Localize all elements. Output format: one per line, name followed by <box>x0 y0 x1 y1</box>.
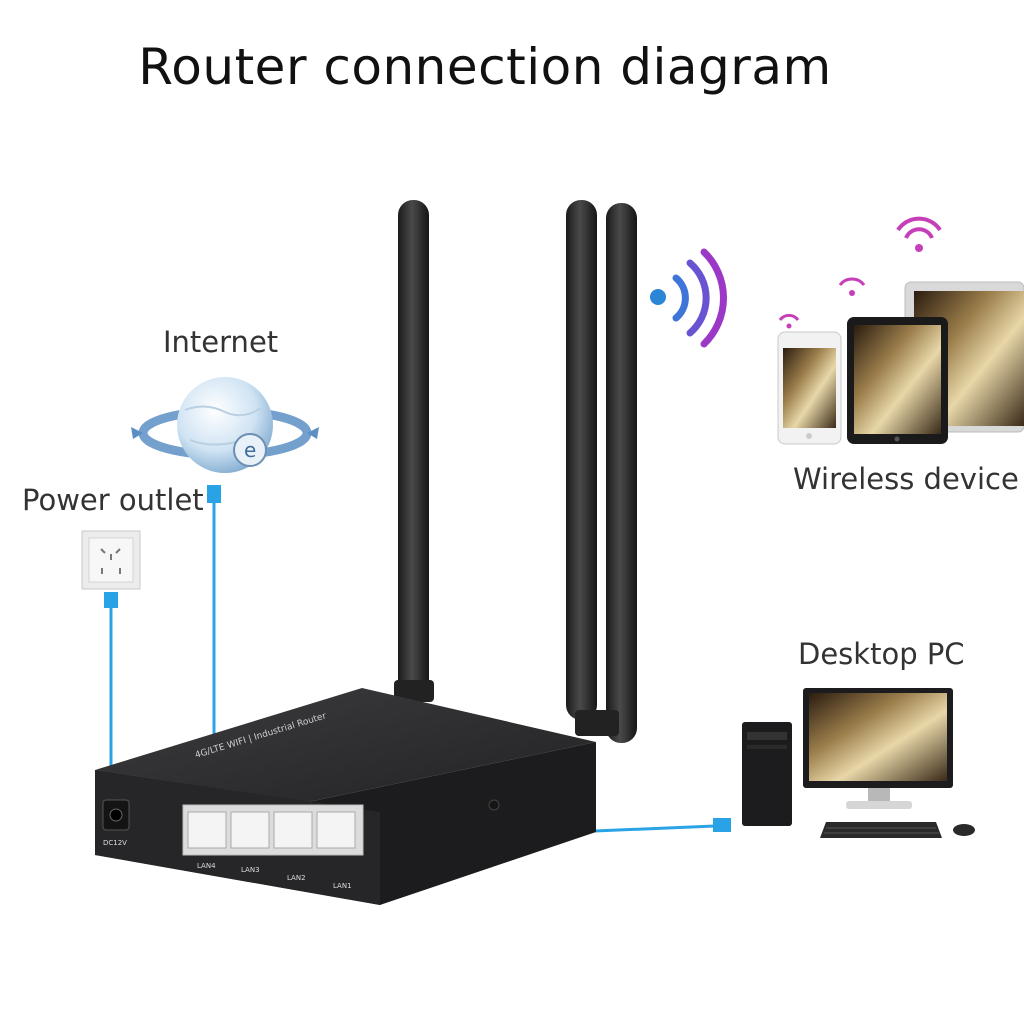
globe-icon: e <box>131 377 319 473</box>
lan4-label: LAN4 <box>197 862 216 870</box>
router: 4G/LTE WIFI | Industrial Router DC12V LA… <box>95 200 637 905</box>
keyboard-icon <box>820 822 942 838</box>
dc-port-label: DC12V <box>103 839 127 847</box>
lan2-label: LAN2 <box>287 874 306 882</box>
mouse-icon <box>953 824 975 836</box>
tablet-icon <box>847 317 948 444</box>
svg-text:e: e <box>244 438 256 462</box>
power-outlet-label: Power outlet <box>22 483 204 517</box>
wifi-signal-icon <box>650 248 727 348</box>
antenna-1 <box>398 200 429 700</box>
lan2-port <box>273 811 313 849</box>
phone-icon <box>777 331 842 445</box>
wifi-small-icon <box>778 216 942 329</box>
power-socket-icon <box>81 530 141 590</box>
internet-label: Internet <box>163 325 279 359</box>
lan1-port <box>316 811 356 849</box>
lan3-port <box>230 811 270 849</box>
antenna-2 <box>566 200 597 720</box>
antenna-3 <box>606 203 637 743</box>
lan4-port <box>187 811 227 849</box>
lan1-label: LAN1 <box>333 882 352 890</box>
diagram-title: Router connection diagram <box>138 38 832 96</box>
desktop-pc-label: Desktop PC <box>798 637 965 671</box>
lan3-label: LAN3 <box>241 866 260 874</box>
monitor-icon <box>803 688 953 809</box>
pc-tower-icon <box>742 722 792 826</box>
wireless-device-label: Wireless device <box>793 462 1019 496</box>
